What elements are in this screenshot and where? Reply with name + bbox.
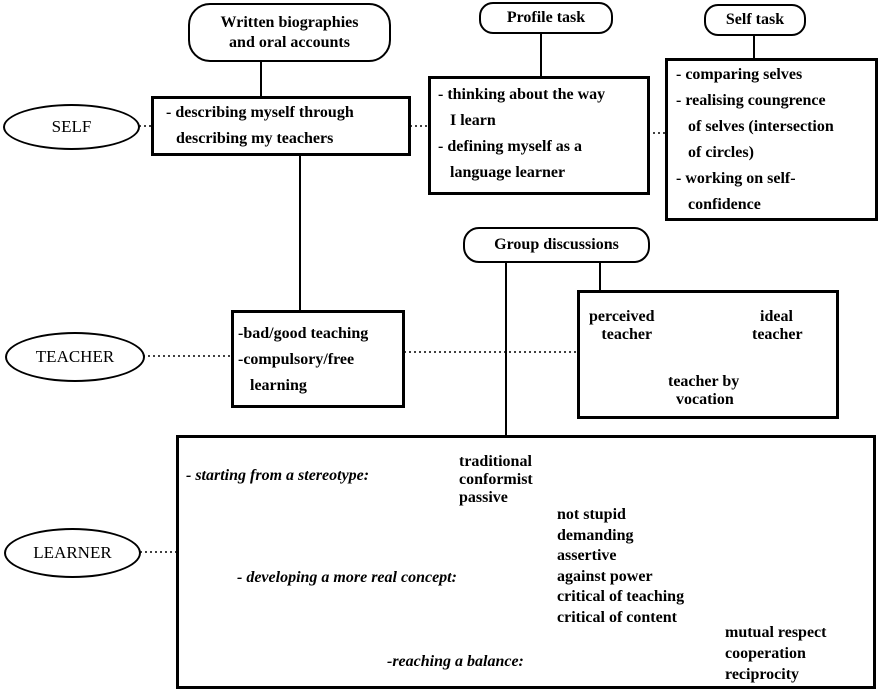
written-line-2: and oral accounts (229, 33, 350, 51)
trait-conformist: conformist (459, 471, 533, 488)
task-profile: Profile task (479, 2, 613, 34)
learner-stage-real-concept: - developing a more real concept: (237, 569, 457, 586)
selftask-line-2: - realising coungrence (676, 92, 826, 109)
profile-line-2: I learn (450, 112, 496, 129)
category-self: SELF (3, 104, 140, 150)
written-line-1: Written biographies (220, 13, 359, 31)
selftask-line-3: of selves (intersection (688, 118, 834, 135)
box-self-task: - comparing selves - realising coungrenc… (665, 58, 878, 221)
box-learner (176, 435, 876, 689)
learner-stage-stereotype: - starting from a stereotype: (186, 467, 370, 484)
task-group-discussions: Group discussions (463, 227, 650, 263)
box-profile: - thinking about the way I learn - defin… (428, 76, 650, 195)
perceived-line-2: teacher (601, 326, 653, 343)
trait-critical-teaching: critical of teaching (557, 588, 685, 605)
box-teaching: -bad/good teaching -compulsory/free lear… (231, 310, 405, 408)
selftask-line-6: confidence (688, 196, 761, 213)
balance-traits: mutual respect cooperation reciprocity (725, 622, 826, 685)
triangle-label-vocation: teacher by vocation (668, 373, 739, 409)
category-teacher: TEACHER (5, 332, 145, 382)
trait-not-stupid: not stupid (557, 506, 626, 523)
trait-passive: passive (459, 489, 508, 506)
profile-line-1: - thinking about the way (438, 86, 606, 103)
ideal-line-2: teacher (752, 326, 803, 343)
teaching-line-2: -compulsory/free (238, 351, 355, 368)
ideal-line-1: ideal (760, 308, 793, 325)
trait-mutual-respect: mutual respect (725, 624, 827, 641)
vocation-line-1: teacher by (668, 373, 740, 390)
perceived-line-1: perceived (589, 308, 655, 325)
trait-reciprocity: reciprocity (725, 666, 800, 683)
task-self: Self task (704, 4, 806, 36)
trait-cooperation: cooperation (725, 645, 806, 662)
trait-against-power: against power (557, 567, 653, 585)
trait-critical-content: critical of content (557, 608, 677, 626)
box-describing: - describing myself through describing m… (151, 96, 411, 156)
triangle-label-ideal: ideal teacher (752, 308, 803, 344)
trait-demanding: demanding (557, 526, 634, 544)
teaching-line-1: -bad/good teaching (238, 325, 369, 342)
describing-line-2: describing my teachers (176, 130, 334, 147)
box-teacher-triangle (577, 290, 839, 419)
trait-traditional: traditional (459, 453, 532, 470)
learner-stage-balance: -reaching a balance: (387, 653, 524, 670)
real-concept-traits: not stupid demanding assertive against p… (557, 505, 684, 628)
describing-line-1: - describing myself through (166, 104, 354, 121)
trait-assertive: assertive (557, 547, 617, 564)
task-written-accounts: Written biographies and oral accounts (188, 3, 391, 62)
profile-line-4: language learner (450, 164, 566, 181)
category-learner: LEARNER (4, 528, 141, 578)
triangle-label-perceived: perceived teacher (589, 308, 654, 344)
selftask-line-1: - comparing selves (676, 66, 803, 83)
selftask-line-4: of circles) (688, 144, 754, 161)
teaching-line-3: learning (250, 377, 307, 394)
profile-line-3: - defining myself as a (438, 138, 582, 155)
vocation-line-2: vocation (676, 391, 734, 408)
selftask-line-5: - working on self- (676, 170, 796, 187)
stereotype-traits: traditional conformist passive (459, 453, 533, 507)
